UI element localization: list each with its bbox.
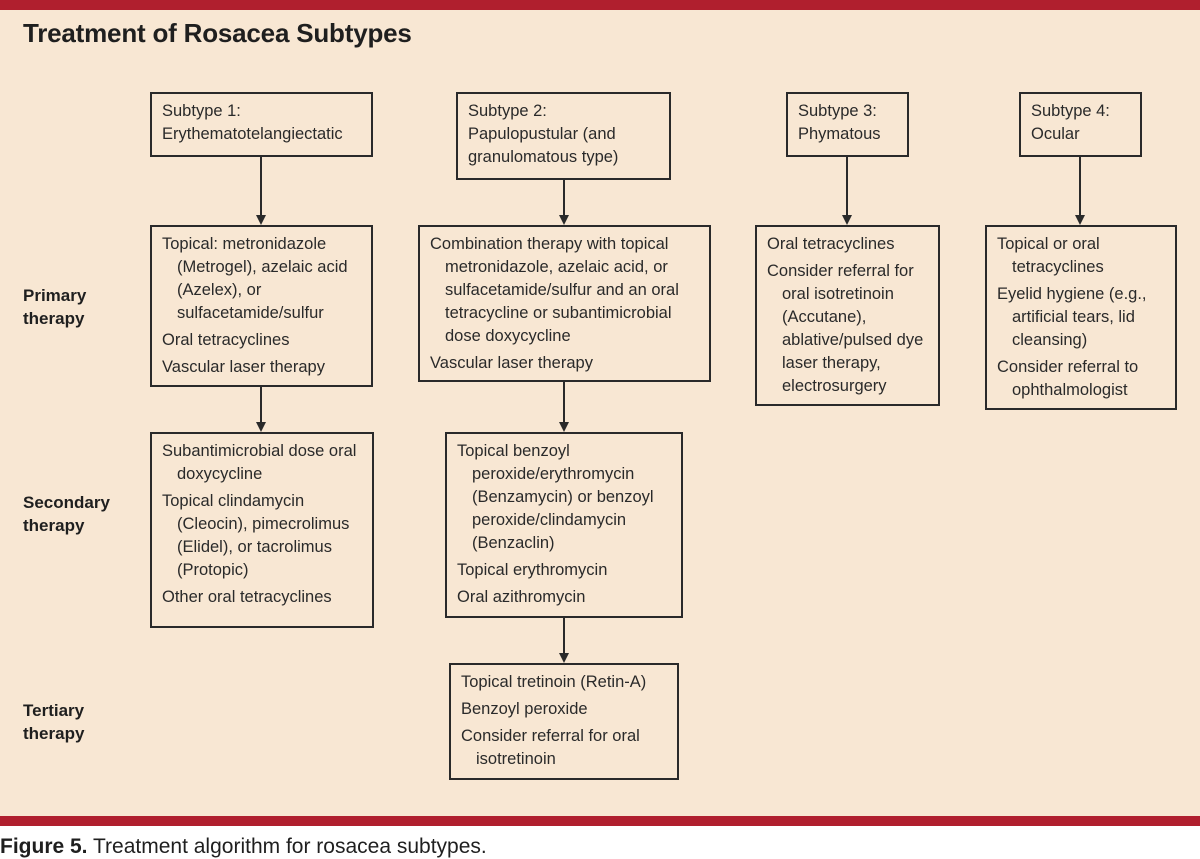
primary-therapy-subtype-1: Topical: metronidazole (Metrogel), azela…: [150, 225, 373, 387]
subtype-1-box: Subtype 1: Erythematotelangiectatic: [150, 92, 373, 157]
therapy-item: Vascular laser therapy: [430, 354, 593, 372]
therapy-item: Oral tetracyclines: [162, 331, 290, 349]
primary-therapy-subtype-3: Oral tetracyclines Consider referral for…: [755, 225, 940, 406]
row-label-line: therapy: [23, 309, 85, 328]
subtype-number: Subtype 2:: [468, 102, 547, 120]
figure-caption: Figure 5. Treatment algorithm for rosace…: [0, 835, 487, 859]
subtype-name: Ocular: [1031, 125, 1080, 143]
tertiary-therapy-subtype-2: Topical tretinoin (Retin-A) Benzoyl pero…: [449, 663, 679, 780]
therapy-item: Oral tetracyclines: [767, 235, 895, 253]
row-label-primary: Primary therapy: [23, 284, 143, 330]
therapy-item: Benzoyl peroxide: [461, 700, 588, 718]
therapy-item: Eyelid hygiene (e.g., artificial tears, …: [997, 285, 1147, 349]
subtype-3-box: Subtype 3: Phymatous: [786, 92, 909, 157]
subtype-name: Papulopustular (and granulomatous type): [468, 125, 619, 166]
subtype-name: Phymatous: [798, 125, 881, 143]
therapy-item: Topical or oral tetracyclines: [997, 235, 1104, 276]
primary-therapy-subtype-2: Combination therapy with topical metroni…: [418, 225, 711, 382]
therapy-item: Topical clindamycin (Cleocin), pimecroli…: [162, 492, 350, 579]
row-label-line: therapy: [23, 516, 85, 535]
caption-label: Figure 5.: [0, 835, 88, 858]
row-label-line: Secondary: [23, 493, 110, 512]
therapy-item: Consider referral to ophthalmologist: [997, 358, 1139, 399]
subtype-2-box: Subtype 2: Papulopustular (and granuloma…: [456, 92, 671, 180]
row-label-line: Tertiary: [23, 701, 85, 720]
subtype-name: Erythematotelangiectatic: [162, 125, 343, 143]
therapy-item: Topical: metronidazole (Metrogel), azela…: [162, 235, 348, 322]
row-label-line: Primary: [23, 286, 87, 305]
subtype-number: Subtype 1:: [162, 102, 241, 120]
subtype-number: Subtype 4:: [1031, 102, 1110, 120]
bottom-rule: [0, 816, 1200, 826]
therapy-item: Subantimicrobial dose oral doxycycline: [162, 442, 357, 483]
therapy-item: Other oral tetracyclines: [162, 588, 332, 606]
therapy-item: Topical tretinoin (Retin-A): [461, 673, 647, 691]
caption-text: Treatment algorithm for rosacea subtypes…: [93, 835, 487, 858]
therapy-item: Combination therapy with topical metroni…: [430, 235, 679, 345]
secondary-therapy-subtype-1: Subantimicrobial dose oral doxycycline T…: [150, 432, 374, 628]
top-rule: [0, 0, 1200, 10]
figure-title: Treatment of Rosacea Subtypes: [23, 18, 412, 48]
therapy-item: Consider referral for oral isotretinoin: [461, 727, 640, 768]
therapy-item: Topical erythromycin: [457, 561, 608, 579]
therapy-item: Consider referral for oral isotretinoin …: [767, 262, 924, 395]
therapy-item: Vascular laser therapy: [162, 358, 325, 376]
primary-therapy-subtype-4: Topical or oral tetracyclines Eyelid hyg…: [985, 225, 1177, 410]
row-label-line: therapy: [23, 724, 85, 743]
subtype-4-box: Subtype 4: Ocular: [1019, 92, 1142, 157]
row-label-secondary: Secondary therapy: [23, 491, 143, 537]
secondary-therapy-subtype-2: Topical benzoyl peroxide/erythromycin (B…: [445, 432, 683, 618]
subtype-number: Subtype 3:: [798, 102, 877, 120]
therapy-item: Oral azithromycin: [457, 588, 586, 606]
row-label-tertiary: Tertiary therapy: [23, 699, 143, 745]
therapy-item: Topical benzoyl peroxide/erythromycin (B…: [457, 442, 654, 552]
